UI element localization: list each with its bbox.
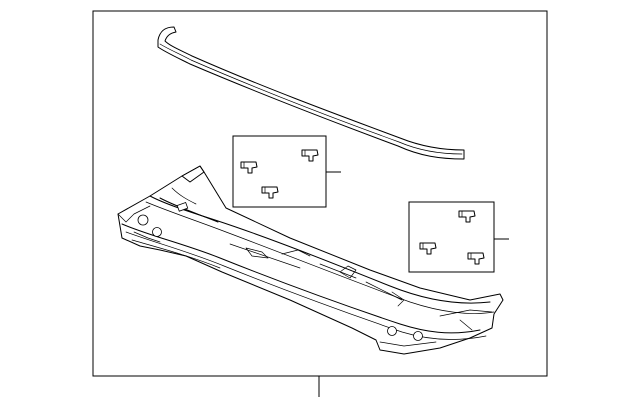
clip-set-upper [232,135,341,208]
clip-icon [419,242,437,255]
clip-icon [458,210,476,223]
clip-icon [240,161,258,174]
cowl-top-panel [117,165,504,355]
cowl-top-seal-strip [157,26,465,160]
clip-icon [301,149,319,162]
clip-icon [261,186,279,199]
clip-set-lower [408,201,509,273]
clip-icon [467,252,485,265]
